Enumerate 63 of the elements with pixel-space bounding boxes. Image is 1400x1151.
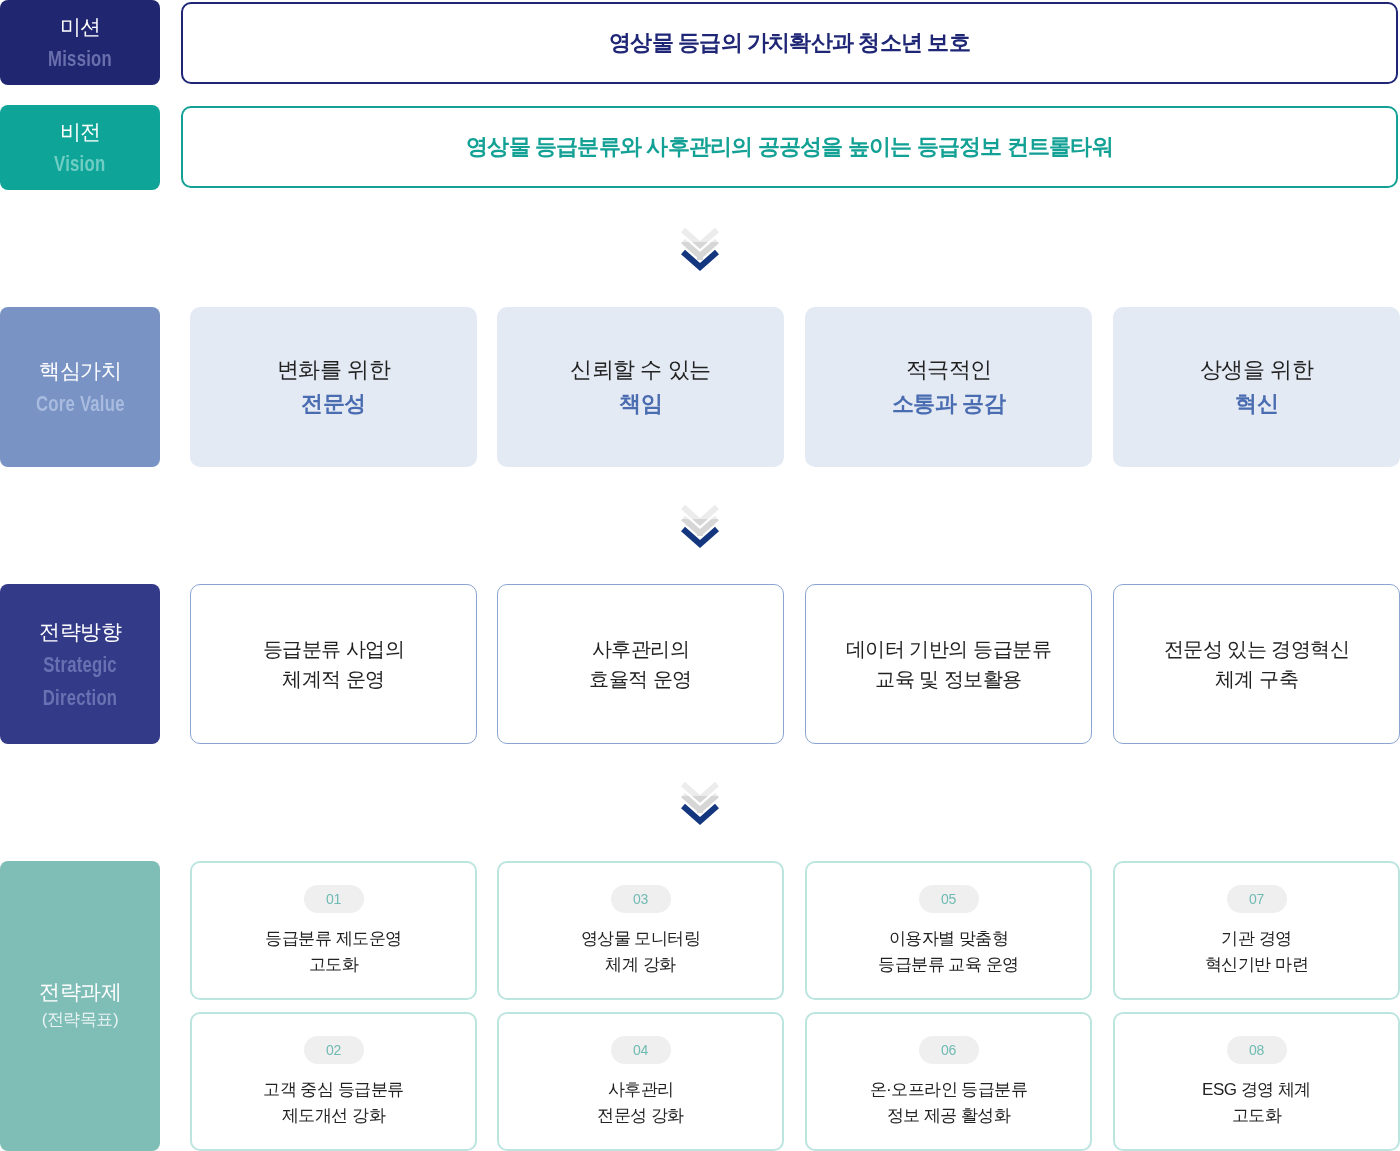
number-badge: 04: [610, 1036, 671, 1064]
section-subtitle: Vision: [54, 149, 106, 178]
task-card: [190, 861, 477, 1000]
number-badge: 03: [610, 885, 671, 913]
value-keyword: 책임: [619, 390, 662, 418]
value-card: [190, 307, 477, 467]
direction-card: [190, 584, 477, 744]
direction-card: [497, 584, 784, 744]
number-badge: 07: [1226, 885, 1287, 913]
task-card: [1113, 861, 1400, 1000]
value-title: 상생을 위한: [1199, 356, 1314, 384]
value-title: 변화를 위한: [276, 356, 391, 384]
number-badge: 08: [1226, 1036, 1287, 1064]
number-badge: 02: [303, 1036, 364, 1064]
task-text: 온·오프라인 등급분류 정보 제공 활성화: [868, 1079, 1029, 1127]
value-keyword: 소통과 공감: [891, 390, 1006, 418]
task-text: 사후관리 전문성 강화: [596, 1079, 685, 1127]
statement-box: [181, 106, 1398, 188]
value-card: [497, 307, 784, 467]
task-card: [1113, 1012, 1400, 1151]
section-title: 핵심가치: [39, 358, 121, 384]
task-text: 등급분류 제도운영 고도화: [264, 928, 403, 976]
statement-text: 영상물 등급분류와 사후관리의 공공성을 높이는 등급정보 컨트롤타워: [466, 133, 1113, 161]
section-subtitle: (전략목표): [41, 1009, 119, 1031]
statement-text: 영상물 등급의 가치확산과 청소년 보호: [609, 29, 970, 57]
chevron-arrow: [680, 781, 720, 824]
card-text: 등급분류 사업의 체계적 운영: [262, 637, 405, 692]
label-tab: [0, 105, 160, 190]
label-tab: [0, 307, 160, 467]
task-text: ESG 경영 체계 고도화: [1201, 1079, 1312, 1127]
task-text: 기관 경영 혁신기반 마련: [1203, 928, 1310, 976]
task-text: 고객 중심 등급분류 제도개선 강화: [262, 1079, 405, 1127]
section-title: 전략방향: [39, 618, 121, 645]
direction-card: [805, 584, 1092, 744]
section-subtitle: Mission: [48, 44, 112, 73]
value-card: [805, 307, 1092, 467]
task-text: 영상물 모니터링 체계 강화: [579, 928, 702, 976]
card-text: 데이터 기반의 등급분류 교육 및 정보활용: [845, 637, 1052, 692]
card-text: 사후관리의 효율적 운영: [589, 637, 692, 692]
card-text: 전문성 있는 경영혁신 체계 구축: [1163, 637, 1350, 692]
task-card: [805, 1012, 1092, 1151]
chevron-arrow: [680, 227, 720, 270]
section-title: 미션: [59, 13, 101, 40]
section-title: 비전: [59, 118, 101, 145]
section-title: 전략과제: [39, 979, 121, 1005]
number-badge: 01: [303, 885, 364, 913]
task-card: [805, 861, 1092, 1000]
statement-box: [181, 2, 1398, 84]
label-tab: [0, 861, 160, 1151]
value-card: [1113, 307, 1400, 467]
task-card: [497, 1012, 784, 1151]
direction-card: [1113, 584, 1400, 744]
value-title: 신뢰할 수 있는: [570, 356, 711, 384]
number-badge: 06: [918, 1036, 979, 1064]
label-tab: [0, 584, 160, 744]
label-tab: [0, 0, 160, 85]
value-keyword: 전문성: [301, 390, 366, 418]
task-card: [497, 861, 784, 1000]
number-badge: 05: [918, 885, 979, 913]
task-text: 이용자별 맞춤형 등급분류 교육 운영: [877, 928, 1020, 976]
value-keyword: 혁신: [1235, 390, 1278, 418]
task-card: [190, 1012, 477, 1151]
value-title: 적극적인: [905, 356, 992, 384]
